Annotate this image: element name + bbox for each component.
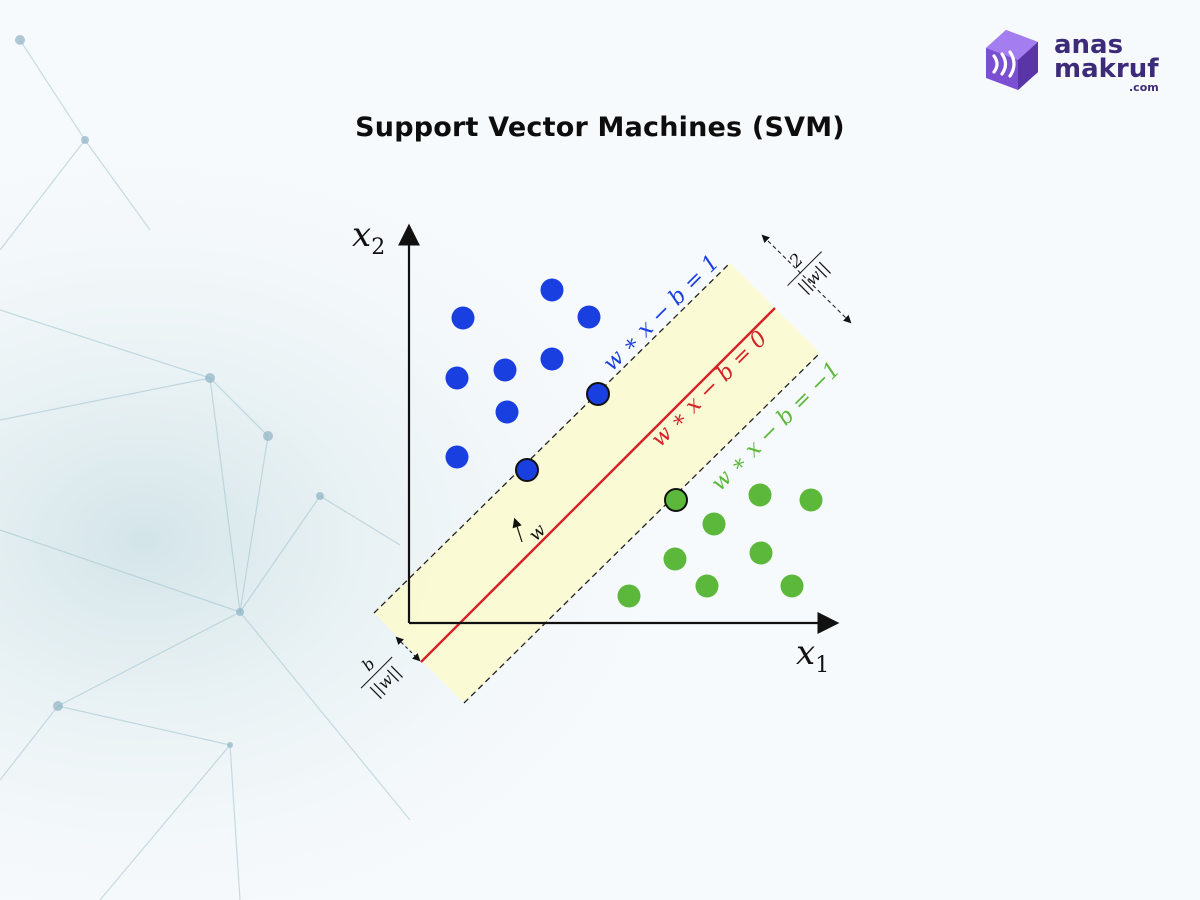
blue-support-vector xyxy=(515,458,539,482)
green-point xyxy=(663,547,687,571)
green-point xyxy=(695,574,719,598)
green-support-vector xyxy=(664,488,688,512)
blue-point xyxy=(445,366,469,390)
green-point xyxy=(780,574,804,598)
brand-logo: anas makruf .com xyxy=(976,26,1176,96)
green-point xyxy=(702,512,726,536)
blue-point xyxy=(577,305,601,329)
margin-width-fraction: 2 ||w|| xyxy=(785,250,832,297)
green-point xyxy=(799,488,823,512)
logo-text-makruf: makruf xyxy=(1054,54,1159,84)
upper-margin-line xyxy=(373,262,731,614)
x-axis-label: x1 xyxy=(796,633,829,678)
margin-width-arrow xyxy=(761,234,852,324)
page-title: Support Vector Machines (SVM) xyxy=(355,112,845,143)
offset-fraction: b ||w|| xyxy=(358,654,404,700)
hyperplane-line xyxy=(420,307,776,663)
logo-text-dotcom: .com xyxy=(1129,81,1159,94)
blue-support-vector xyxy=(586,382,610,406)
offset-arrow xyxy=(395,636,421,662)
green-point xyxy=(617,584,641,608)
green-class-points xyxy=(617,483,823,608)
blue-point xyxy=(540,347,564,371)
logo-mark-icon xyxy=(986,30,1038,90)
svg-text:b: b xyxy=(358,654,379,675)
svm-diagram: x1 x2 w ∗ x − b = 1 w ∗ x − b = 0 w ∗ x … xyxy=(352,215,852,704)
green-point xyxy=(748,483,772,507)
logo-text-anas: anas xyxy=(1054,30,1124,60)
lower-margin-line xyxy=(463,352,821,704)
blue-point xyxy=(451,306,475,330)
blue-point xyxy=(493,358,517,382)
blue-point xyxy=(540,278,564,302)
blue-point xyxy=(445,445,469,469)
blue-point xyxy=(495,400,519,424)
green-point xyxy=(749,541,773,565)
normal-vector-arrow xyxy=(512,517,523,543)
blue-class-points xyxy=(445,278,601,469)
y-axis-label: x2 xyxy=(352,215,385,260)
